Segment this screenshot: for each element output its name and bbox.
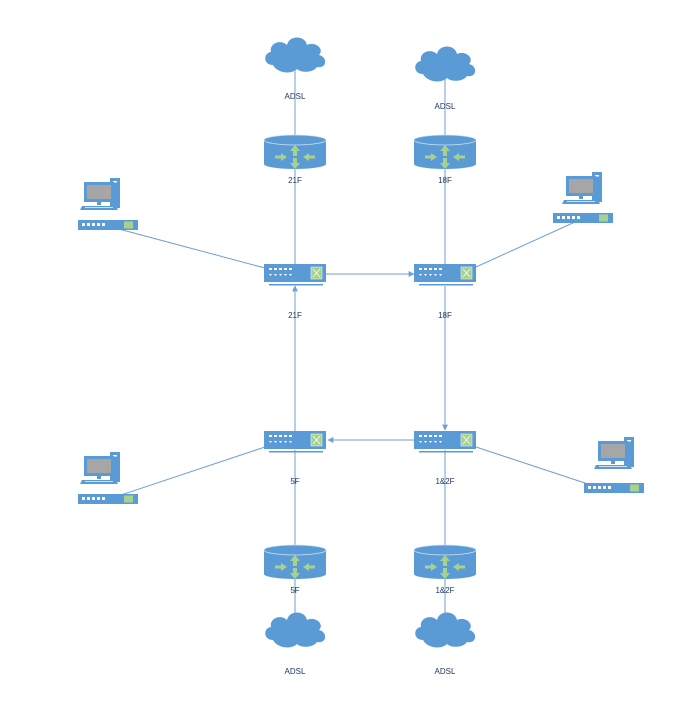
router-18f[interactable]: 18F: [413, 134, 477, 185]
cloud-5f[interactable]: ADSL: [265, 612, 326, 677]
cloud-icon: [415, 46, 476, 82]
router-label: 21F: [288, 176, 302, 185]
computer-icon: [594, 437, 634, 469]
computer-icon: [80, 452, 120, 484]
router-label: 18F: [438, 176, 452, 185]
router-icon: [413, 544, 477, 580]
switch-label: 5F: [290, 477, 299, 486]
switch-18f[interactable]: 18F: [413, 263, 477, 320]
cloud-label: ADSL: [435, 102, 456, 111]
pc-5f[interactable]: [78, 452, 138, 504]
router-12f[interactable]: 1&2F: [413, 544, 477, 595]
link-pc-18f-switch-18f: [475, 221, 576, 268]
cloud-18f[interactable]: ADSL: [415, 46, 476, 112]
access-switch-icon: [584, 483, 644, 493]
switch-icon: [413, 430, 477, 453]
router-label: 1&2F: [435, 586, 454, 595]
cloud-21f[interactable]: ADSL: [265, 37, 326, 102]
router-21f[interactable]: 21F: [263, 134, 327, 185]
cloud-label: ADSL: [285, 92, 306, 101]
router-label: 5F: [290, 586, 299, 595]
cloud-label: ADSL: [285, 667, 306, 676]
switch-5f[interactable]: 5F: [263, 430, 327, 486]
computer-icon: [80, 178, 120, 210]
cloud-icon: [415, 612, 476, 648]
access-switch-icon: [78, 220, 138, 230]
link-pc-12f-switch-12f: [475, 446, 601, 489]
router-icon: [263, 134, 327, 170]
cloud-label: ADSL: [435, 667, 456, 676]
router-icon: [263, 544, 327, 580]
computer-icon: [562, 172, 602, 204]
switch-icon: [263, 263, 327, 286]
cloud-12f[interactable]: ADSL: [415, 612, 476, 677]
switch-12f[interactable]: 1&2F: [413, 430, 477, 486]
cloud-icon: [265, 37, 326, 73]
pc-18f[interactable]: [553, 172, 613, 223]
link-pc-5f-switch-5f: [117, 446, 266, 497]
switch-label: 1&2F: [435, 477, 454, 486]
access-switch-icon: [553, 213, 613, 223]
switch-label: 21F: [288, 311, 302, 320]
router-icon: [413, 134, 477, 170]
switch-21f[interactable]: 21F: [263, 263, 327, 320]
pc-21f[interactable]: [78, 178, 138, 230]
cloud-icon: [265, 612, 326, 648]
link-pc-21f-switch-21f: [114, 227, 266, 269]
router-5f[interactable]: 5F: [263, 544, 327, 595]
switch-icon: [263, 430, 327, 453]
links: [114, 55, 601, 630]
switch-label: 18F: [438, 311, 452, 320]
switch-icon: [413, 263, 477, 286]
pc-12f[interactable]: [584, 437, 644, 493]
access-switch-icon: [78, 494, 138, 504]
